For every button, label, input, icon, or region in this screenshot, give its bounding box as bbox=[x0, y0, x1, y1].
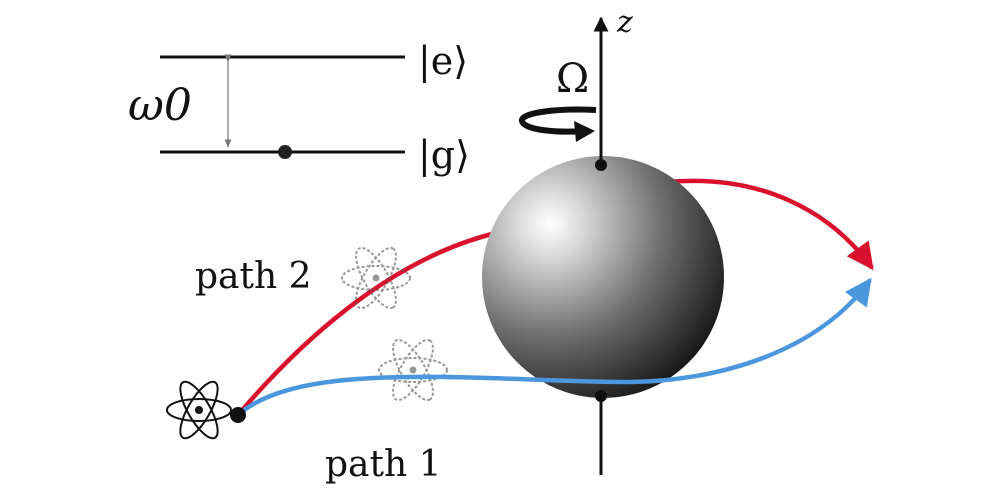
energy-level-diagram: |e⟩ |g⟩ ω0 bbox=[128, 39, 470, 177]
atom-icon bbox=[378, 338, 448, 402]
atom-icon bbox=[341, 246, 411, 310]
rotating-sphere bbox=[482, 156, 724, 398]
axis-bottom-pole bbox=[595, 390, 607, 402]
path2-label: path 2 bbox=[195, 256, 312, 297]
ground-state-dot bbox=[278, 145, 292, 159]
rotation-direction-arrow bbox=[519, 106, 597, 142]
z-axis-label: z bbox=[616, 5, 633, 40]
axis-top-pole bbox=[595, 159, 607, 171]
excited-state-label: |e⟩ bbox=[418, 39, 468, 83]
ground-state-label: |g⟩ bbox=[418, 133, 470, 177]
path1-label: path 1 bbox=[325, 444, 442, 485]
atom-icon bbox=[166, 380, 232, 440]
omega-rotation-label: Ω bbox=[556, 56, 589, 102]
path2-lower-curve bbox=[236, 229, 501, 417]
path-start-point bbox=[230, 407, 246, 423]
omega-zero-label: ω0 bbox=[128, 80, 192, 131]
path1-curve bbox=[236, 277, 872, 417]
path2-upper-curve bbox=[667, 178, 874, 271]
